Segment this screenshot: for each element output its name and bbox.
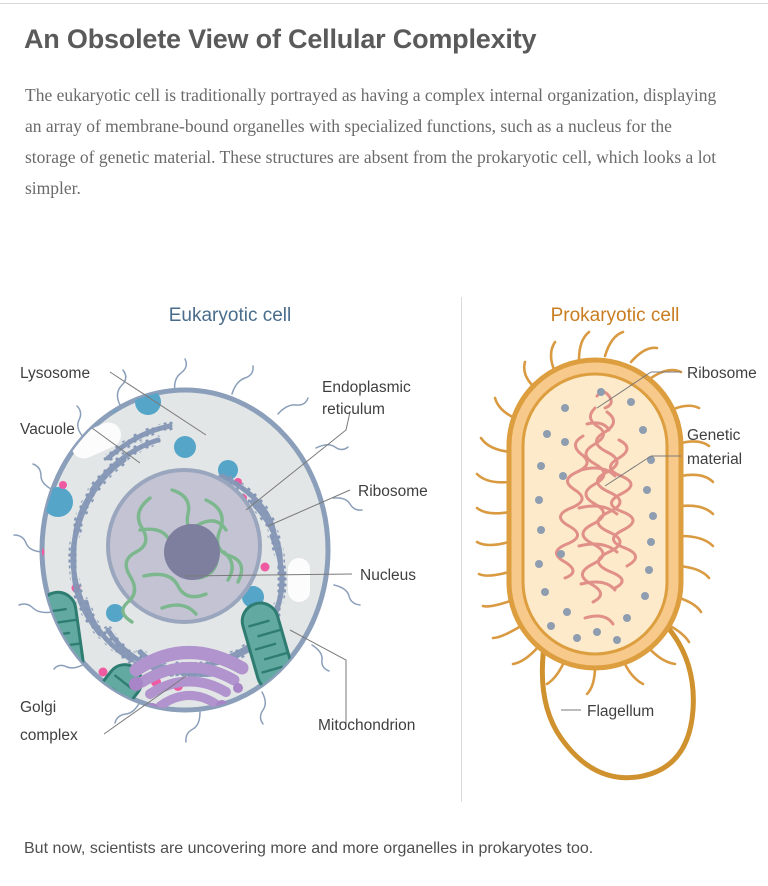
label-lysosome: Lysosome (20, 365, 90, 382)
nucleolus (164, 524, 220, 580)
prokaryotic-cell-figure: Ribosome Genetic material Flagellum (455, 330, 768, 800)
label-mitochondrion: Mitochondrion (318, 717, 415, 734)
cell-projections (13, 358, 363, 743)
label-genetic-material-line2: material (687, 451, 742, 468)
label-golgi-complex-line1: Golgi (20, 699, 56, 716)
footer-caption: But now, scientists are uncovering more … (24, 840, 594, 857)
pro-leader-lines (561, 371, 681, 711)
label-vacuole: Vacuole (20, 421, 75, 438)
label-ribosome-prokaryote: Ribosome (687, 365, 757, 382)
label-nucleus: Nucleus (360, 567, 416, 584)
label-golgi-complex-line2: complex (20, 727, 78, 744)
intro-paragraph: The eukaryotic cell is traditionally por… (25, 85, 717, 198)
cytoplasm (521, 372, 669, 656)
golgi-complex (129, 646, 249, 710)
panel-divider (461, 297, 462, 802)
euk-leader-lines (91, 371, 353, 735)
top-rule (0, 3, 768, 4)
nucleus (106, 468, 262, 624)
prokaryotic-panel-title: Prokaryotic cell (550, 305, 680, 326)
label-flagellum: Flagellum (587, 703, 654, 720)
label-genetic-material-line1: Genetic (687, 427, 741, 444)
eukaryotic-cell-figure: Lysosome Vacuole Endoplasmic reticulum R… (0, 330, 460, 780)
label-endoplasmic-reticulum-line2: reticulum (322, 401, 385, 418)
label-endoplasmic-reticulum-line1: Endoplasmic (322, 379, 411, 396)
label-ribosome: Ribosome (358, 483, 428, 500)
vacuole (71, 422, 310, 602)
eukaryotic-panel-title: Eukaryotic cell (168, 305, 292, 326)
page-title: An Obsolete View of Cellular Complexity (24, 24, 537, 54)
ribosome-dots (535, 388, 657, 644)
